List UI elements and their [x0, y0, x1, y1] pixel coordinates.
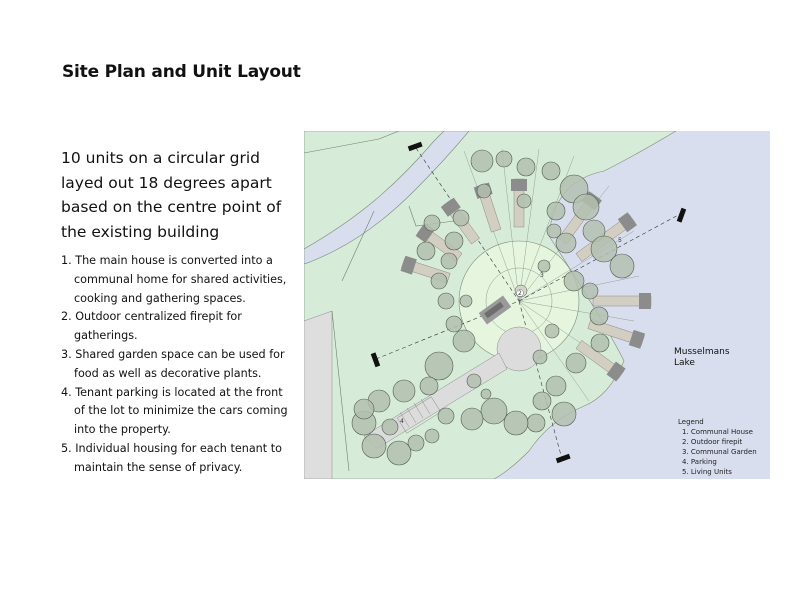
- page-title: Site Plan and Unit Layout: [62, 62, 301, 82]
- trees: [351, 149, 635, 466]
- legend-item: 4. Parking: [682, 458, 717, 466]
- legend: Legend 1. Communal House 2. Outdoor fire…: [678, 418, 757, 476]
- legend-title: Legend: [678, 418, 704, 426]
- marker-label: 2: [518, 290, 522, 297]
- road: [304, 310, 333, 479]
- intro-text: 10 units on a circular grid layed out 18…: [61, 149, 282, 241]
- list-item: 2. Outdoor centralized firepit for gathe…: [61, 310, 242, 343]
- list-item: 1. The main house is converted into a co…: [61, 254, 287, 305]
- marker-label: 3: [540, 272, 544, 279]
- communal-house: [478, 295, 512, 325]
- list-item: 4. Tenant parking is located at the fron…: [61, 385, 288, 437]
- legend-item: 3. Communal Garden: [682, 448, 757, 456]
- section-markers: [370, 141, 687, 464]
- parking-stalls: [396, 396, 442, 434]
- marker-label: 4: [400, 418, 404, 425]
- lake-label: Musselmans: [674, 347, 730, 357]
- property-lines: [304, 131, 455, 472]
- lake-label: Lake: [674, 358, 695, 368]
- marker-label: 5: [618, 237, 622, 244]
- list-item: 5. Individual housing for each tenant to…: [61, 441, 282, 474]
- driveway-turnaround: [496, 326, 542, 372]
- area-markers: 2 3 4 5: [400, 237, 622, 425]
- site-plan-diagram: 2 3 4 5 Musselmans Lake Legend 1. Commun…: [304, 131, 770, 479]
- legend-item: 1. Communal House: [682, 428, 753, 436]
- legend-item: 5. Living Units: [682, 468, 732, 476]
- legend-item: 2. Outdoor firepit: [682, 438, 743, 446]
- list-item: 3. Shared garden space can be used for f…: [61, 347, 285, 380]
- lake-inlet: [304, 131, 470, 265]
- design-points-list: 1. The main house is converted into a co…: [61, 252, 293, 478]
